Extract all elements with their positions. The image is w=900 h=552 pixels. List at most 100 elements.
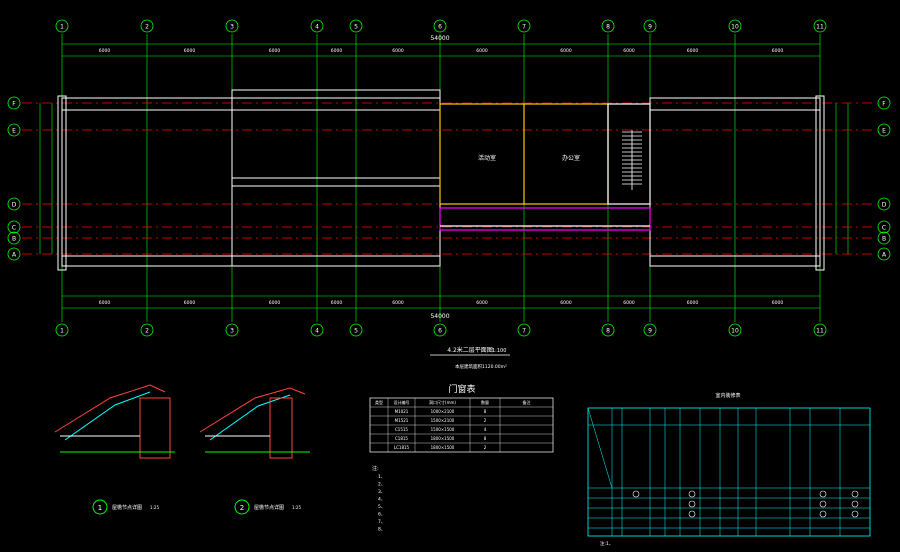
top-axis-bubble-label: 5: [354, 24, 358, 31]
top-axis-bubble-label: 11: [816, 24, 824, 31]
top-axis-bubble: [601, 19, 615, 33]
top-axis-bubble: [433, 19, 447, 33]
detail-tile-line: [209, 394, 291, 441]
door-table-cell: 1800×1500: [431, 436, 455, 441]
left-axis-bubble-label: E: [12, 128, 16, 135]
west-end-wall: [57, 95, 67, 271]
door-table-cell: 8: [484, 409, 487, 414]
door-table-cell: 2: [484, 445, 487, 450]
bottom-dimension-label: 6000: [99, 300, 111, 306]
left-axis-bubble: [7, 123, 21, 137]
detail-1-number: 1: [98, 504, 102, 512]
top-dimension-label: 6000: [772, 48, 784, 54]
bottom-dimension-label: 6000: [269, 300, 281, 306]
door-table-header: 数量: [481, 399, 489, 405]
top-axis-bubble-label: 6: [438, 24, 442, 31]
note-line: 1、: [378, 474, 385, 480]
left-axis-bubble: [7, 231, 21, 245]
detail-roof-line: [199, 387, 306, 433]
bottom-axis-bubble: [349, 323, 363, 337]
door-table-cell: 8: [484, 436, 487, 441]
top-axis-bubble: [349, 19, 363, 33]
top-dimension-label: 6000: [184, 48, 196, 54]
door-table-cell: 1500×2100: [431, 418, 455, 423]
door-table-cell: 1500×1500: [431, 427, 455, 432]
finish-table-mark: [688, 510, 696, 518]
finish-table-mark: [819, 490, 827, 498]
plan-subtitle: 本层建筑面积1120.00m²: [455, 363, 507, 370]
door-table-cell: M1521: [395, 418, 409, 423]
door-table-header: 设计编号: [394, 399, 410, 405]
note-line: 3、: [378, 489, 385, 495]
top-dimension-label: 6000: [331, 48, 343, 54]
top-axis-bubble: [140, 19, 154, 33]
bottom-axis-bubble: [728, 323, 742, 337]
note-line: 2、: [378, 482, 385, 488]
stair-treads: [622, 130, 642, 190]
left-axis-bubble-label: C: [12, 225, 16, 232]
bottom-axis-bubble-label: 5: [354, 328, 358, 335]
detail-roof-line: [54, 384, 166, 433]
top-axis-bubble: [225, 19, 239, 33]
detail-tile-line: [64, 391, 151, 441]
top-axis-bubble-label: 1: [60, 24, 64, 31]
bottom-total-dimension: 54000: [430, 313, 449, 320]
bottom-axis-bubble: [813, 323, 827, 337]
right-axis-bubble-label: B: [882, 236, 886, 243]
left-axis-bubble: [7, 247, 21, 261]
detail-beam: [269, 397, 293, 459]
top-axis-bubble: [728, 19, 742, 33]
bottom-axis-bubble: [140, 323, 154, 337]
bottom-dimension-label: 6000: [184, 300, 196, 306]
door-table-title: 门窗表: [448, 383, 475, 395]
top-dimension-label: 6000: [476, 48, 488, 54]
door-table-cell: C1515: [395, 427, 408, 432]
bottom-dimension-label: 6000: [392, 300, 404, 306]
left-axis-bubble-label: A: [12, 252, 17, 259]
top-axis-bubble-label: 2: [145, 24, 149, 31]
detail-2-scale: 1:25: [292, 505, 301, 510]
finish-table-note: 注:1、: [600, 540, 613, 547]
finish-table-title: 室内装修表: [715, 392, 740, 399]
corridor-block: [439, 207, 651, 231]
bottom-axis-bubble: [55, 323, 69, 337]
top-axis-bubble-label: 3: [230, 24, 234, 31]
detail-beam: [139, 397, 171, 459]
finish-table: [587, 407, 871, 537]
bottom-axis-bubble-label: 10: [731, 328, 739, 335]
top-axis-bubble: [517, 19, 531, 33]
roof-edge: [231, 89, 441, 99]
finish-table-frame: [587, 407, 871, 537]
bottom-axis-bubble-label: 9: [648, 328, 652, 335]
door-table-cell: 1000×2100: [431, 409, 455, 414]
notes-title: 注:: [372, 465, 379, 472]
door-table-cell: M1021: [395, 409, 409, 414]
left-axis-bubble: [7, 220, 21, 234]
left-axis-bubble: [7, 197, 21, 211]
east-end-wall: [815, 95, 825, 271]
detail-2-title: 屋檐节点详图: [254, 504, 284, 511]
top-axis-bubble: [643, 19, 657, 33]
stair-block: [607, 103, 651, 205]
top-axis-bubble-label: 10: [731, 24, 739, 31]
right-axis-bubble-label: C: [882, 225, 886, 232]
door-table-cell: C1815: [395, 436, 408, 441]
right-axis-bubble: [877, 231, 891, 245]
right-axis-bubble: [877, 220, 891, 234]
right-axis-bubble: [877, 123, 891, 137]
bottom-axis-bubble-label: 8: [606, 328, 610, 335]
central-rooms: [439, 103, 651, 231]
bottom-dimension-label: 6000: [623, 300, 635, 306]
door-table-cell: 4: [484, 427, 487, 432]
top-dimension-label: 6000: [687, 48, 699, 54]
top-dimension-label: 6000: [560, 48, 572, 54]
finish-table-mark: [851, 500, 859, 508]
right-axis-bubble-label: D: [882, 202, 887, 209]
eave-detail-1: [54, 384, 175, 515]
bottom-axis-bubble: [225, 323, 239, 337]
bottom-axis-bubble-label: 3: [230, 328, 234, 335]
